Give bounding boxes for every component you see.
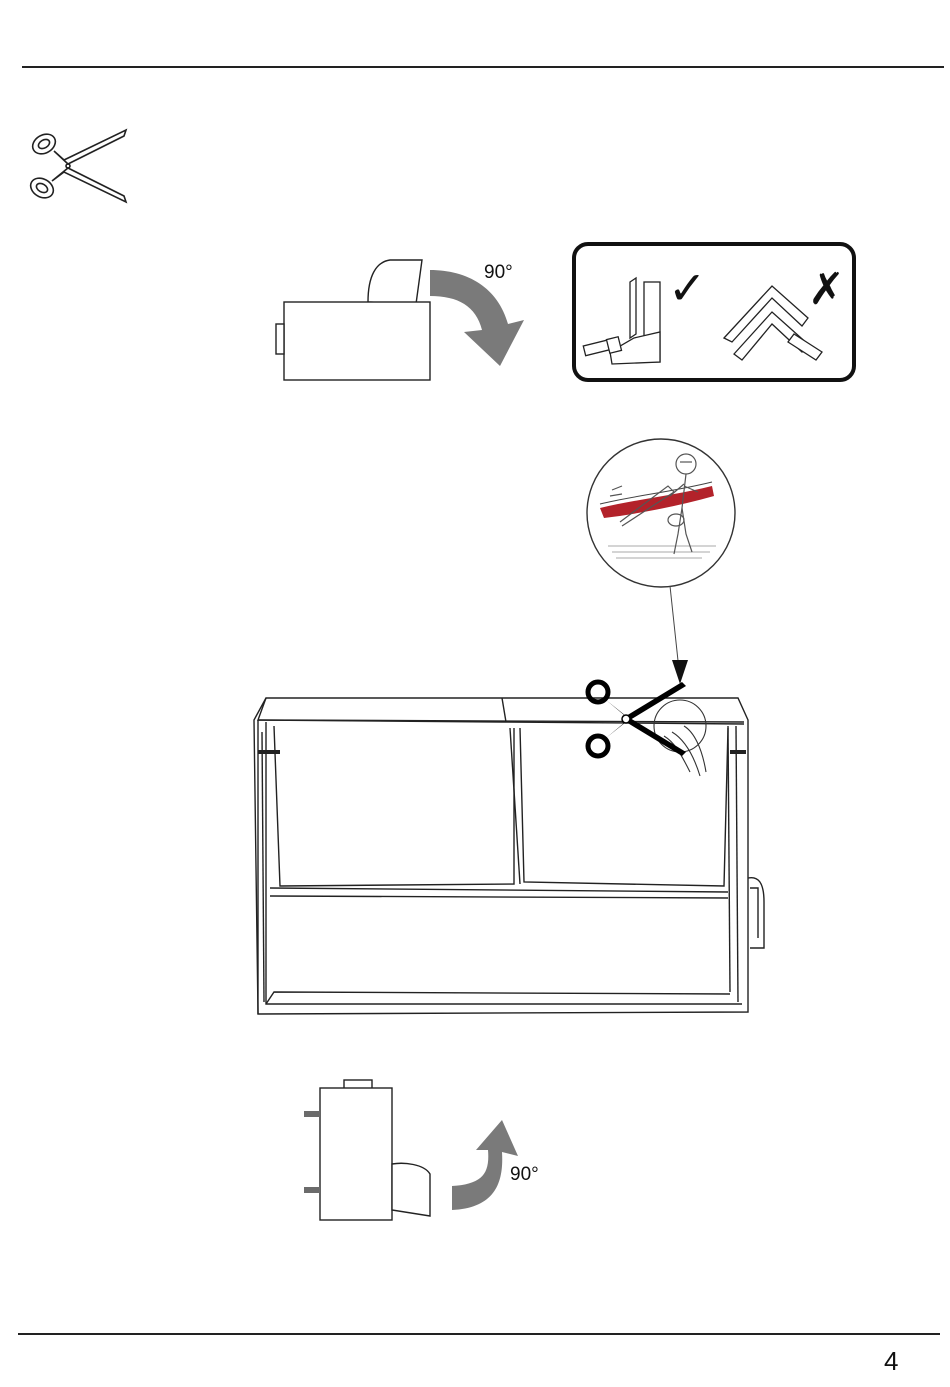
check-icon: ✓: [668, 261, 707, 315]
bottom-divider: [18, 1333, 940, 1335]
cut-here-scissors-icon: [582, 676, 688, 762]
cross-icon: ✗: [808, 264, 845, 315]
armchair-side-view: [272, 256, 434, 386]
rotation-label: 90°: [510, 1164, 539, 1186]
cut-tape-detail-circle: [582, 434, 740, 592]
page-number: 4: [884, 1346, 898, 1377]
armchair-front-view: [244, 692, 774, 1022]
rotation-label: 90°: [484, 262, 513, 284]
curved-arrow-down-icon: [424, 266, 534, 370]
top-divider: [22, 66, 944, 68]
scissors-icon: [24, 124, 130, 208]
armchair-upright-view: [300, 1078, 436, 1224]
orientation-guide-box: ✓ ✗: [572, 242, 856, 382]
